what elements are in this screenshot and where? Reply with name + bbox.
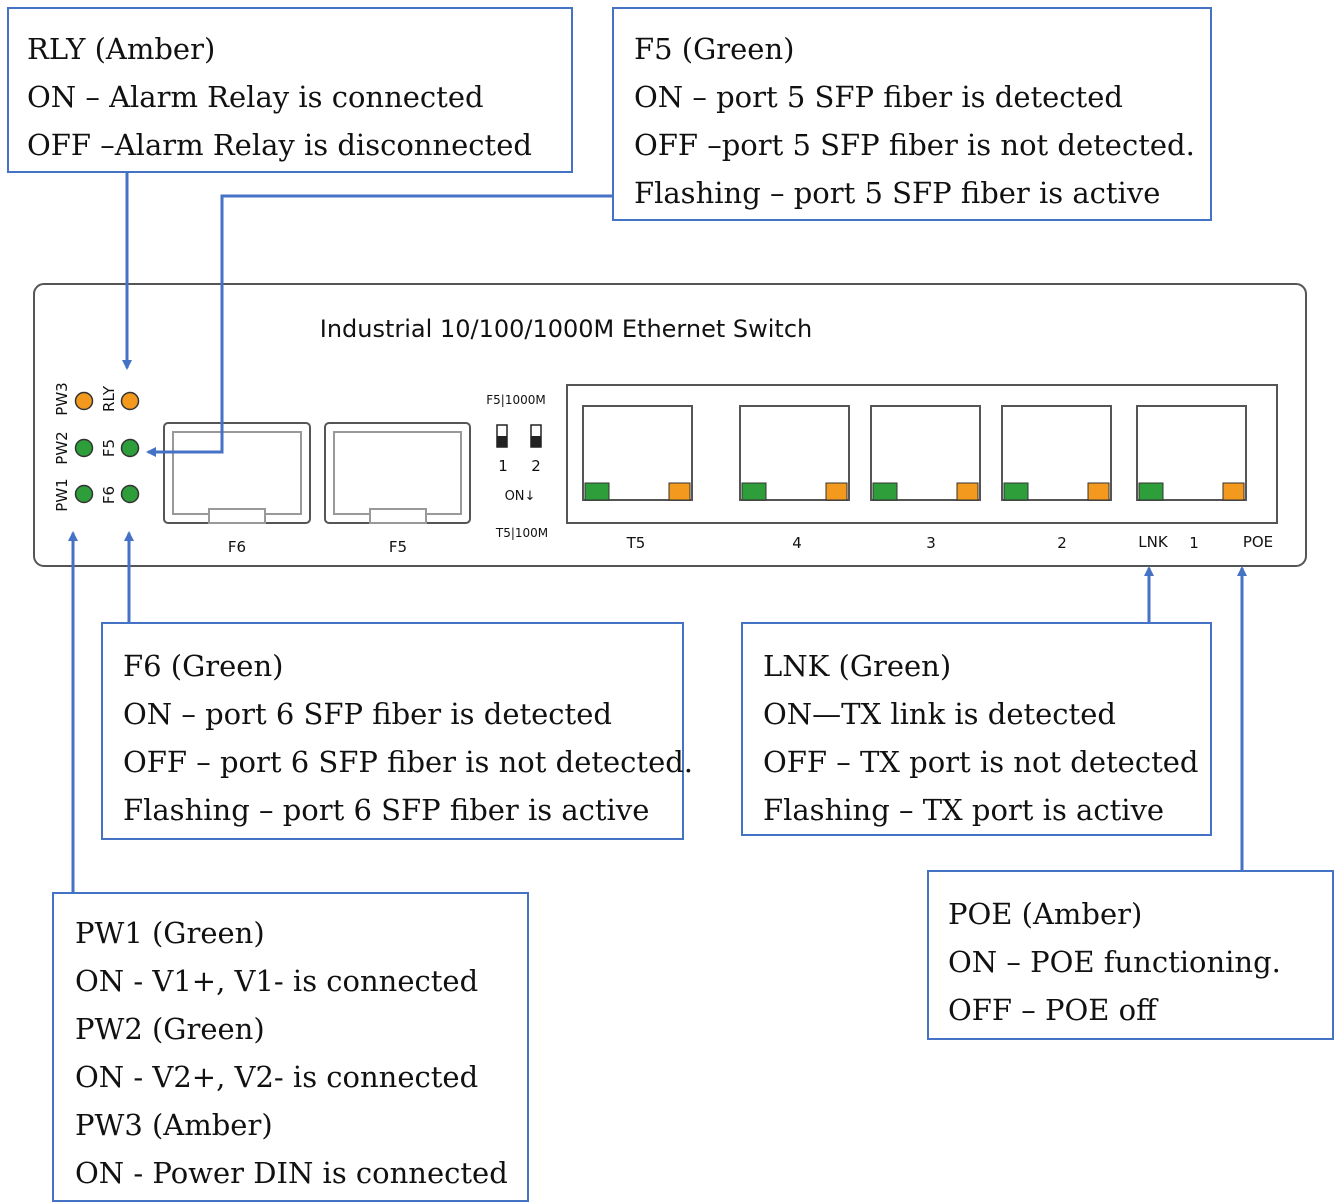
- led-label-pw1: PW1: [53, 478, 71, 511]
- arrow-f5: [146, 194, 612, 457]
- led-pw2: [74, 438, 94, 458]
- rj45-port-2: [1001, 405, 1112, 501]
- callout-poe-title: POE (Amber): [948, 897, 1143, 931]
- callout-f6-flashing: Flashing – port 6 SFP fiber is active: [123, 793, 650, 827]
- rj45-port-1: [1136, 405, 1247, 501]
- dip-num-2: 2: [531, 457, 541, 475]
- callout-pw3-title: PW3 (Amber): [75, 1108, 273, 1142]
- led-label-pw2: PW2: [53, 431, 71, 464]
- led-label-f5: F5: [100, 439, 118, 457]
- callout-pw: PW1 (Green) ON - V1+, V1- is connected P…: [52, 892, 529, 1202]
- callout-lnk-flashing: Flashing – TX port is active: [763, 793, 1165, 827]
- dip-bottom-label: T5|100M: [495, 526, 548, 540]
- rj45-port-3: [870, 405, 981, 501]
- sfp-label-f5: F5: [389, 538, 407, 556]
- callout-rly-off: OFF –Alarm Relay is disconnected: [27, 128, 532, 162]
- device-title: Industrial 10/100/1000M Ethernet Switch: [320, 315, 812, 343]
- callout-f5: F5 (Green) ON – port 5 SFP fiber is dete…: [612, 7, 1212, 221]
- led-pw3: [74, 391, 94, 411]
- callout-lnk-on: ON—TX link is detected: [763, 697, 1116, 731]
- led-label-f6: F6: [100, 486, 118, 504]
- rj45-port-t5: [582, 405, 693, 501]
- callout-f5-flashing: Flashing – port 5 SFP fiber is active: [634, 176, 1161, 210]
- rj45-port-4: [739, 405, 850, 501]
- rj45-label-2: 2: [1057, 534, 1067, 552]
- rj45-label-t5: T5: [626, 534, 646, 552]
- sfp-label-f6: F6: [228, 538, 246, 556]
- callout-pw2-title: PW2 (Green): [75, 1012, 265, 1046]
- callout-f6-title: F6 (Green): [123, 649, 284, 683]
- dip-switch: [496, 424, 542, 448]
- callout-pw1-title: PW1 (Green): [75, 916, 265, 950]
- callout-f5-title: F5 (Green): [634, 32, 795, 66]
- callout-arrows: [68, 173, 1247, 892]
- led-label-rly: RLY: [100, 385, 118, 412]
- callout-lnk: LNK (Green) ON—TX link is detected OFF –…: [741, 622, 1212, 836]
- rj45-label-3: 3: [926, 534, 936, 552]
- dip-on-label: ON↓: [505, 489, 536, 504]
- sfp-port-f5: [324, 422, 471, 524]
- callout-pw1-on: ON - V1+, V1- is connected: [75, 964, 479, 998]
- callout-pw2-on: ON - V2+, V2- is connected: [75, 1060, 479, 1094]
- rj45-label-1: 1: [1189, 534, 1199, 552]
- led-rly: [120, 391, 140, 411]
- dip-top-label: F5|1000M: [486, 393, 545, 407]
- callout-f6: F6 (Green) ON – port 6 SFP fiber is dete…: [101, 622, 694, 840]
- callout-f6-on: ON – port 6 SFP fiber is detected: [123, 697, 612, 731]
- callout-rly: RLY (Amber) ON – Alarm Relay is connecte…: [7, 7, 573, 173]
- rj45-label-4: 4: [792, 534, 802, 552]
- switch-front-panel: [33, 283, 1307, 567]
- callout-poe-on: ON – POE functioning.: [948, 945, 1281, 979]
- sfp-port-f6: [163, 422, 311, 524]
- callout-pw3-on: ON - Power DIN is connected: [75, 1156, 508, 1190]
- callout-poe-off: OFF – POE off: [948, 993, 1157, 1027]
- callout-f5-off: OFF –port 5 SFP fiber is not detected.: [634, 128, 1195, 162]
- poe-label: POE: [1243, 533, 1273, 551]
- rj45-block: [566, 384, 1278, 524]
- callout-rly-title: RLY (Amber): [27, 32, 216, 66]
- led-f5: [120, 438, 140, 458]
- callout-poe: POE (Amber) ON – POE functioning. OFF – …: [927, 870, 1334, 1040]
- callout-f5-on: ON – port 5 SFP fiber is detected: [634, 80, 1123, 114]
- led-pw1: [74, 484, 94, 504]
- led-label-pw3: PW3: [53, 382, 71, 415]
- lnk-label: LNK: [1138, 533, 1169, 551]
- callout-lnk-off: OFF – TX port is not detected: [763, 745, 1199, 779]
- dip-num-1: 1: [498, 457, 508, 475]
- led-f6: [120, 484, 140, 504]
- callout-f6-off: OFF – port 6 SFP fiber is not detected.: [123, 745, 694, 779]
- callout-lnk-title: LNK (Green): [763, 649, 952, 683]
- callout-rly-on: ON – Alarm Relay is connected: [27, 80, 484, 114]
